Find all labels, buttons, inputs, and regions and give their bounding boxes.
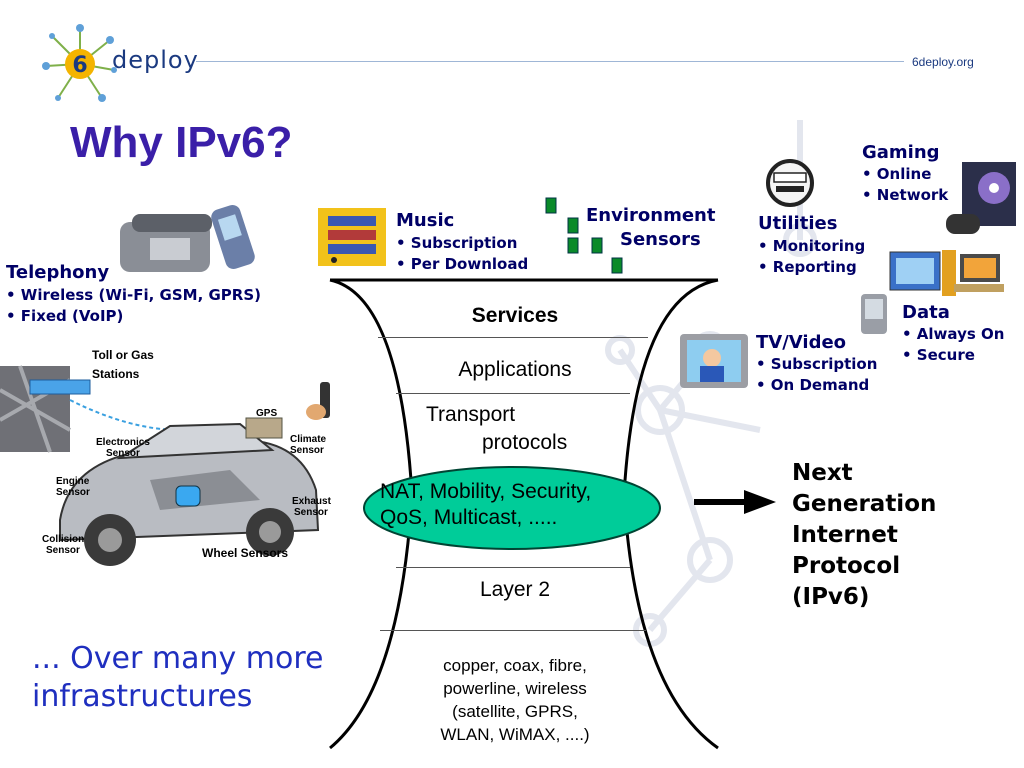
ngip-line-4: Protocol <box>792 553 901 579</box>
stack-divider <box>396 393 630 394</box>
utilities-item: • Monitoring <box>758 237 866 255</box>
gaming-item: • Network <box>862 186 949 204</box>
electronics-label-2: Sensor <box>106 448 140 459</box>
environment-sensor-icons <box>545 197 623 274</box>
climate-label-2: Sensor <box>290 445 324 456</box>
page-title: Why IPv6? <box>70 118 293 167</box>
infrastructure-note-2: infrastructures <box>32 679 253 714</box>
game-console-icon <box>946 162 1016 234</box>
music-item: • Per Download <box>396 255 529 273</box>
engine-label-2: Sensor <box>56 487 90 498</box>
music-item: • Subscription <box>396 234 518 252</box>
telephony-item: • Wireless (Wi-Fi, GSM, GPRS) <box>6 286 262 304</box>
gps-label: GPS <box>256 408 278 419</box>
toll-label-1: Toll or Gas <box>92 348 154 362</box>
data-item: • Always On <box>902 325 1005 343</box>
data-title: Data <box>902 302 950 323</box>
site-url: 6deploy.org <box>912 55 974 69</box>
pda-icon <box>861 294 887 334</box>
ipv6-core-ellipse <box>363 466 661 550</box>
collision-label-2: Sensor <box>46 545 80 556</box>
stack-applications: Applications <box>458 358 572 381</box>
engine-label-1: Engine <box>56 476 90 487</box>
wheel-sensors-label: Wheel Sensors <box>202 546 289 560</box>
data-item: • Secure <box>902 346 975 364</box>
environment-line1: Environment <box>586 205 716 226</box>
exhaust-label-1: Exhaust <box>292 496 331 507</box>
stack-physical-1: copper, coax, fibre, <box>443 656 587 675</box>
utilities-item: • Reporting <box>758 258 857 276</box>
tv-item: • Subscription <box>756 355 878 373</box>
electronics-label-1: Electronics <box>96 437 150 448</box>
ellipse-line-2: QoS, Multicast, ..... <box>380 506 558 529</box>
tv-icon <box>680 334 748 388</box>
stack-layer2: Layer 2 <box>479 578 551 601</box>
svg-text:6: 6 <box>72 53 87 78</box>
climate-label-1: Climate <box>290 434 327 445</box>
ngip-line-3: Internet <box>792 522 898 548</box>
music-server-icon <box>318 208 386 266</box>
telephony-title: Telephony <box>6 262 110 283</box>
car-illustration <box>0 365 330 566</box>
telephone-icon <box>120 204 255 272</box>
stack-physical-3: (satellite, GPRS, <box>452 702 578 721</box>
music-title: Music <box>396 210 455 231</box>
logo-text: deploy <box>112 46 199 74</box>
tv-title: TV/Video <box>756 332 847 353</box>
gaming-item: • Online <box>862 165 932 183</box>
ngip-line-5: (IPv6) <box>792 584 870 610</box>
ngip-line-1: Next <box>792 460 853 486</box>
utilities-title: Utilities <box>758 213 838 234</box>
toll-label-2: Stations <box>92 367 140 381</box>
stack-divider <box>378 337 648 338</box>
ngip-line-2: Generation <box>792 491 937 517</box>
right-arrow-icon <box>694 490 776 514</box>
telephony-item: • Fixed (VoIP) <box>6 307 124 325</box>
stack-divider <box>396 567 630 568</box>
stack-services: Services <box>471 304 559 327</box>
utility-meter-icon <box>766 159 814 207</box>
stack-physical-2: powerline, wireless <box>443 679 587 698</box>
tv-item: • On Demand <box>756 376 870 394</box>
header-rule <box>196 61 904 62</box>
collision-label-1: Collision <box>42 534 85 545</box>
infrastructure-note-1: ... Over many more <box>32 641 324 676</box>
stack-physical-4: WLAN, WiMAX, ....) <box>440 725 590 744</box>
stack-divider <box>380 630 646 631</box>
6deploy-logo-icon: 6 <box>42 24 117 102</box>
computer-icons <box>889 250 1004 296</box>
stack-transport-2: protocols <box>482 431 568 454</box>
gaming-title: Gaming <box>862 142 940 163</box>
exhaust-label-2: Sensor <box>294 507 328 518</box>
ellipse-line-1: NAT, Mobility, Security, <box>380 480 592 503</box>
environment-line2: Sensors <box>620 229 701 250</box>
stack-transport-1: Transport <box>426 403 516 426</box>
